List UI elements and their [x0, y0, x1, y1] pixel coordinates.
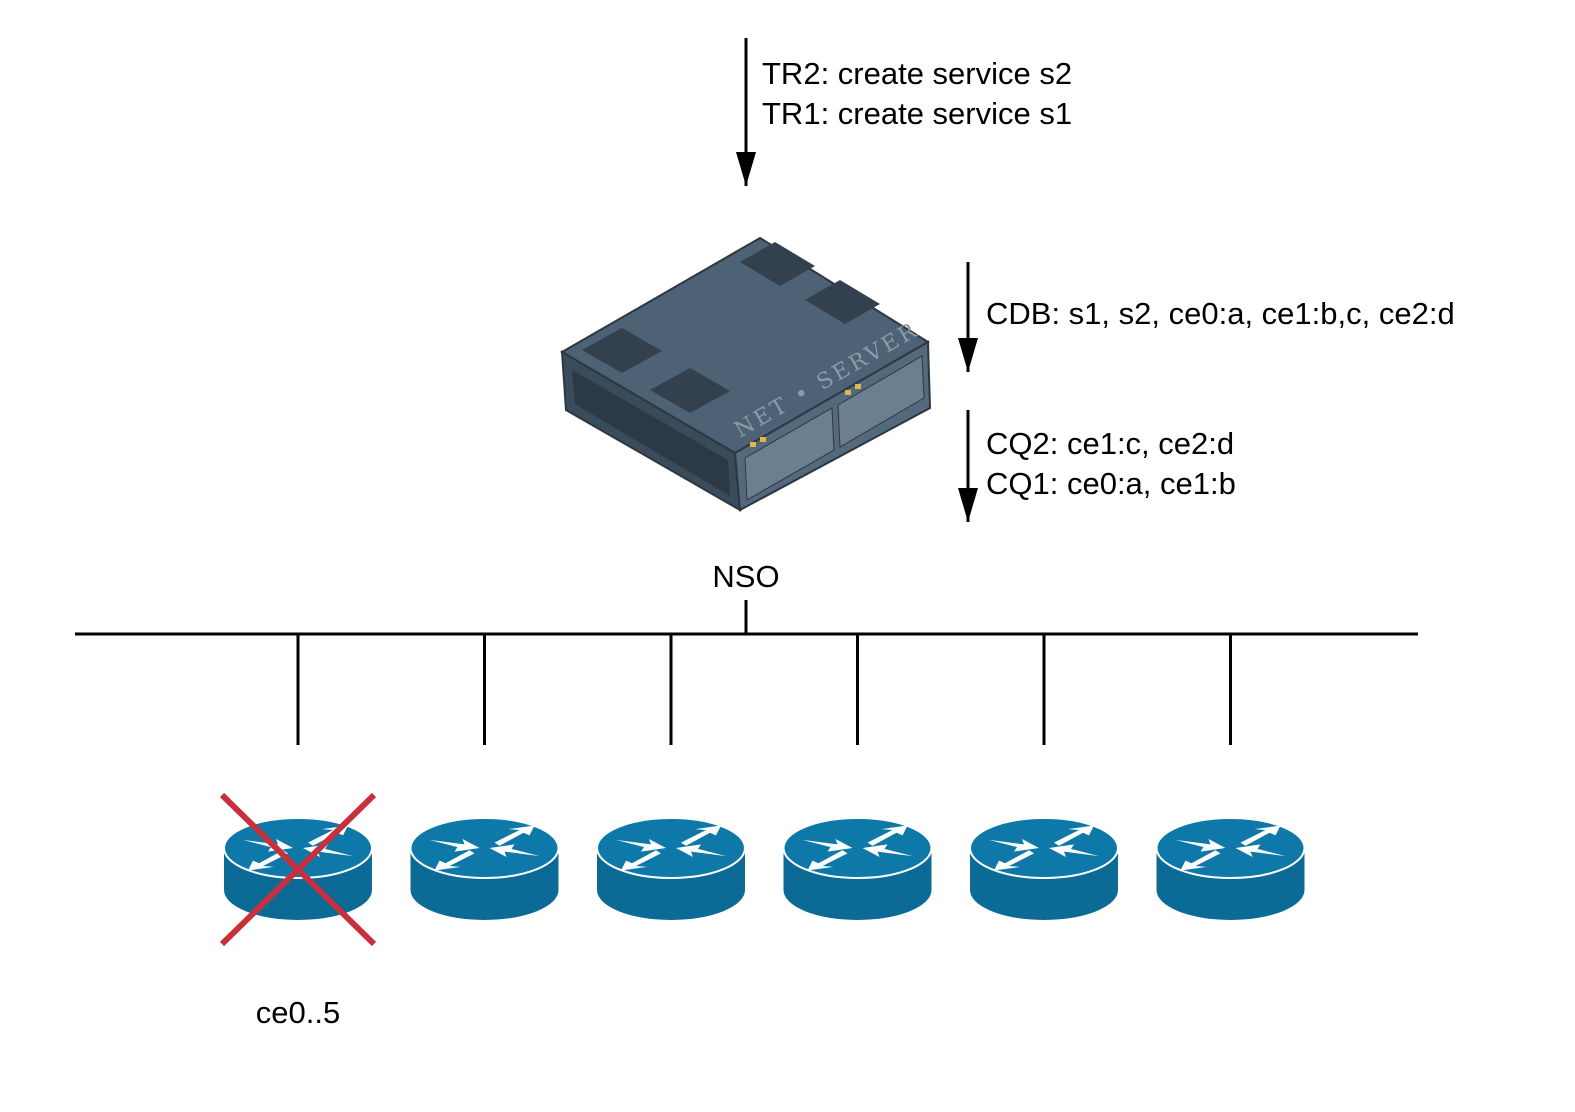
cdb: CDB: s1, s2, ce0:a, ce1:b,c, ce2:d	[958, 262, 1455, 372]
commit-queue-arrow-head	[958, 488, 978, 522]
devices-label: ce0..5	[256, 995, 340, 1030]
server-led	[760, 437, 766, 442]
router-arrows-icon	[802, 825, 913, 871]
arrow-shape	[248, 850, 288, 871]
arrow-shape	[994, 850, 1034, 871]
router-arrows-icon	[1175, 825, 1286, 871]
router-ce2	[596, 634, 746, 920]
arrow-shape	[807, 850, 848, 871]
router-ce0	[219, 634, 377, 947]
router-arrows-icon	[243, 825, 353, 871]
router-ce1	[409, 634, 560, 921]
incoming-transactions: TR2: create service s2 TR1: create servi…	[736, 38, 1072, 186]
failure-stroke	[219, 792, 377, 947]
router-top	[409, 817, 560, 879]
router-ce3	[782, 634, 933, 921]
arrow-shape	[1175, 839, 1226, 852]
arrow-shape	[616, 839, 666, 852]
arrow-shape	[494, 825, 535, 846]
router-arrows-icon	[616, 825, 726, 871]
commit-queue-label: CQ1: ce0:a, ce1:b	[986, 466, 1236, 501]
arrow-shape	[434, 850, 475, 871]
server-drive-bay	[837, 355, 925, 448]
arrow-shape	[1235, 844, 1286, 857]
router-arrows-icon	[989, 825, 1099, 871]
server-led	[750, 442, 756, 447]
arrow-shape	[489, 844, 540, 857]
server-vent	[650, 368, 730, 413]
failure-x-icon	[219, 792, 377, 947]
transaction-label: TR2: create service s2	[762, 56, 1072, 91]
server-led	[855, 384, 861, 389]
router-top	[1155, 817, 1306, 879]
cdb-arrow-head	[958, 338, 978, 372]
cdb-label: CDB: s1, s2, ce0:a, ce1:b,c, ce2:d	[986, 296, 1455, 331]
network-bus	[75, 600, 1418, 636]
arrow-shape	[681, 825, 721, 846]
arrow-shape	[1049, 844, 1099, 857]
server-vent	[582, 328, 662, 373]
nso-server: NET • SERVER	[560, 236, 932, 512]
router-top	[969, 817, 1119, 879]
arrow-shape	[1180, 850, 1221, 871]
routers	[219, 634, 1306, 947]
arrow-shape	[862, 844, 913, 857]
server-led	[845, 390, 851, 395]
commit-queue-label: CQ2: ce1:c, ce2:d	[986, 426, 1234, 461]
router-ce5	[1155, 634, 1306, 920]
nso-label: NSO	[712, 559, 779, 594]
router-top	[596, 817, 746, 879]
arrow-shape	[676, 844, 726, 857]
transaction-label: TR1: create service s1	[762, 96, 1072, 131]
arrow-shape	[802, 839, 853, 852]
router-arrows-icon	[429, 825, 540, 871]
arrow-shape	[867, 825, 908, 846]
arrow-shape	[1240, 825, 1281, 846]
arrow-shape	[989, 839, 1039, 852]
router-top	[782, 817, 933, 879]
server-vent	[805, 280, 880, 324]
arrow-shape	[621, 850, 661, 871]
arrow-shape	[429, 839, 480, 852]
commit-queue: CQ2: ce1:c, ce2:d CQ1: ce0:a, ce1:b	[958, 410, 1236, 522]
incoming-arrow-head	[736, 152, 756, 186]
server-vent	[740, 242, 815, 286]
router-ce4	[969, 634, 1119, 920]
server-drive-bay	[744, 407, 835, 501]
server-side-grille	[572, 370, 730, 496]
arrow-shape	[1054, 825, 1094, 846]
